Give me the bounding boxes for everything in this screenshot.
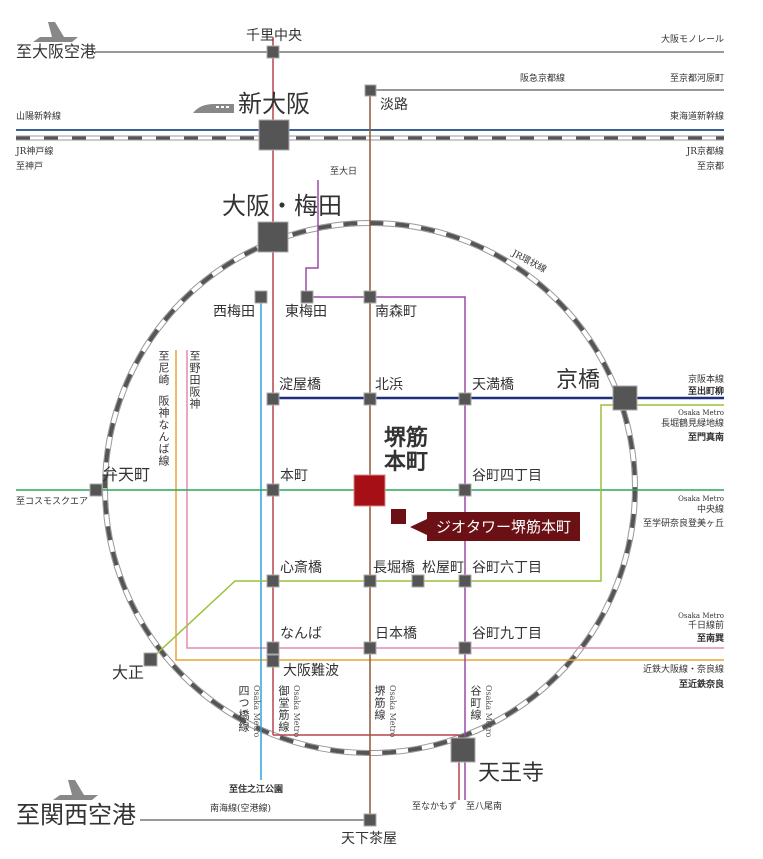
line-label-yotsubashi: 四つ橋線 bbox=[237, 685, 250, 733]
line-label-to-demachiyanagi: 至出町柳 bbox=[687, 387, 724, 397]
station-kyobashi: 京橋 bbox=[556, 368, 601, 393]
station-sakaisuji-hommachi-line1: 堺筋 bbox=[384, 425, 429, 451]
station-shinsaibashi: 心斎橋 bbox=[280, 560, 322, 576]
airport-kansai-label: 至関西空港 bbox=[16, 801, 136, 829]
shinkansen-icon bbox=[193, 104, 234, 113]
line-label-nagahori: 長堀鶴見緑地線 bbox=[660, 419, 724, 429]
line-label-to-cosmosquare: 至コスモスクエア bbox=[16, 497, 89, 507]
station-shin-osaka: 新大阪 bbox=[238, 90, 310, 118]
line-label-midosuji: 御堂筋線 bbox=[277, 685, 290, 733]
line-label-sakaisuji: 堺筋線 bbox=[373, 685, 386, 721]
station-bentencho: 弁天町 bbox=[102, 465, 151, 484]
kintetsu-hanshin-line bbox=[175, 350, 724, 661]
station-hommachi: 本町 bbox=[280, 468, 308, 484]
line-label-sennichimae: 千日線前 bbox=[687, 621, 724, 631]
line-label-to-dainichi: 至大日 bbox=[330, 167, 358, 177]
station-sakaisuji-hommachi-line2: 本町 bbox=[384, 449, 429, 475]
station-tanimachi-4: 谷町四丁目 bbox=[472, 468, 542, 484]
line-label-osaka-metro-sakaisuji: Osaka Metro bbox=[388, 685, 397, 738]
sakaisuji-hommachi-station bbox=[353, 474, 386, 507]
line-label-to-suminoekoen: 至住之江公園 bbox=[229, 785, 284, 795]
station-tanimachi-6: 谷町六丁目 bbox=[472, 560, 542, 576]
line-label-to-kawaramachi: 至京都河原町 bbox=[669, 74, 724, 84]
station-tanimachi-9: 谷町九丁目 bbox=[472, 626, 542, 642]
station-namba: なんば bbox=[280, 626, 322, 642]
line-label-chuo: 中央線 bbox=[696, 505, 724, 515]
line-label-to-nakamozu: 至なかもず bbox=[412, 802, 458, 812]
airplane-icon bbox=[33, 22, 78, 42]
station-nagahoribashi: 長堀橋 bbox=[373, 560, 415, 576]
line-label-to-gakkentoshi: 至学研奈良登美ヶ丘 bbox=[642, 519, 724, 529]
line-label-jr-kobe: JR神戸線 bbox=[16, 147, 54, 157]
line-label-tokaido-shinkansen: 東海道新幹線 bbox=[669, 112, 724, 122]
line-label-to-kobe: 至神戸 bbox=[16, 162, 44, 172]
line-label-sanyo-shinkansen: 山陽新幹線 bbox=[16, 112, 62, 122]
station-temmabashi: 天満橋 bbox=[472, 377, 514, 393]
line-label-nankai: 南海線(空港線) bbox=[210, 804, 272, 814]
station-nippombashi: 日本橋 bbox=[375, 626, 417, 642]
line-label-kintetsu: 近鉄大阪線・奈良線 bbox=[642, 665, 724, 675]
line-label-to-kyoto: 至京都 bbox=[696, 162, 724, 172]
line-label-tanimachi: 谷町線 bbox=[469, 685, 482, 721]
property-marker bbox=[391, 509, 406, 524]
airplane-icon bbox=[53, 780, 98, 800]
station-awaji: 淡路 bbox=[380, 97, 408, 113]
tanimachi-line bbox=[305, 180, 466, 800]
station-nishi-umeda: 西梅田 bbox=[213, 304, 255, 320]
line-label-osaka-metro-yotsubashi: Osaka Metro bbox=[252, 685, 261, 738]
station-kitahama: 北浜 bbox=[375, 377, 403, 393]
station-minami-morimachi: 南森町 bbox=[375, 304, 417, 320]
line-label-monorail: 大阪モノレール bbox=[660, 35, 724, 45]
line-label-hanshin-namba: 阪神なんば線 bbox=[157, 395, 170, 467]
line-label-osaka-metro-midosuji: Osaka Metro bbox=[292, 685, 301, 738]
line-label-jr-kyoto: JR京都線 bbox=[686, 147, 724, 157]
station-higashi-umeda: 東梅田 bbox=[285, 304, 327, 320]
station-osaka-umeda: 大阪・梅田 bbox=[222, 192, 342, 220]
station-tengachaya: 天下茶屋 bbox=[341, 831, 397, 847]
station-tennoji: 天王寺 bbox=[478, 761, 545, 786]
line-label-osaka-metro-sennichimae: Osaka Metro bbox=[678, 612, 724, 620]
nagahori-line bbox=[149, 404, 724, 661]
line-label-to-minami-tatsumi: 至南巽 bbox=[696, 634, 724, 644]
line-label-osaka-metro-nagahori: Osaka Metro bbox=[678, 409, 724, 417]
line-label-to-yaominami: 至八尾南 bbox=[466, 802, 503, 812]
callout-pointer bbox=[410, 519, 427, 535]
line-label-osaka-metro-chuo: Osaka Metro bbox=[678, 495, 724, 503]
station-taisho: 大正 bbox=[112, 663, 145, 682]
line-label-to-amagasaki: 至尼崎 bbox=[157, 350, 170, 386]
line-label-to-kintetsu-nara: 至近鉄奈良 bbox=[678, 680, 724, 690]
sennichimae-line bbox=[186, 350, 724, 649]
line-label-keihan: 京阪本線 bbox=[687, 375, 724, 385]
line-label-to-kadoma-minami: 至門真南 bbox=[687, 433, 724, 443]
station-senri-chuo: 千里中央 bbox=[246, 28, 302, 44]
line-label-hankyu: 阪急京都線 bbox=[520, 74, 566, 84]
line-label-osaka-metro-tanimachi: Osaka Metro bbox=[484, 685, 493, 738]
line-label-to-noda-hanshin: 至野田阪神 bbox=[188, 350, 201, 410]
station-osaka-namba: 大阪難波 bbox=[283, 663, 339, 679]
airport-itami-label: 至大阪空港 bbox=[16, 42, 97, 61]
property-callout: ジオタワー堺筋本町 bbox=[427, 512, 580, 541]
station-yodoyabashi: 淀屋橋 bbox=[279, 377, 321, 393]
station-matsuyamachi: 松屋町 bbox=[422, 560, 464, 576]
